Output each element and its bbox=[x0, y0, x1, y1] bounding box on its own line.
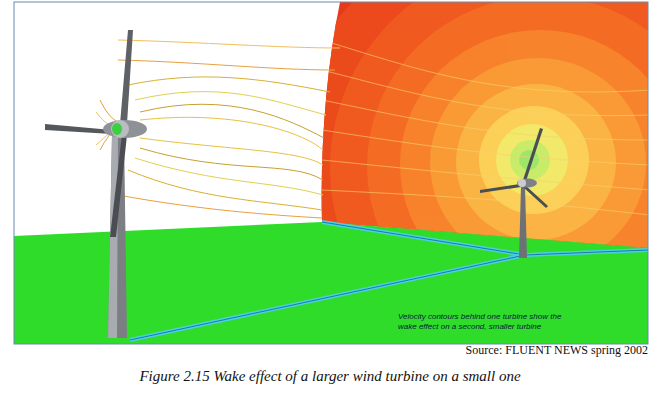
small-wind-turbine bbox=[480, 128, 548, 258]
figure-caption: Figure 2.15 Wake effect of a larger wind… bbox=[0, 368, 660, 385]
source-note: Source: FLUENT NEWS spring 2002 bbox=[466, 343, 648, 358]
figure-note: Velocity contours behind one turbine sho… bbox=[398, 312, 568, 332]
large-wind-turbine bbox=[45, 30, 147, 338]
contour-lines bbox=[96, 40, 340, 271]
